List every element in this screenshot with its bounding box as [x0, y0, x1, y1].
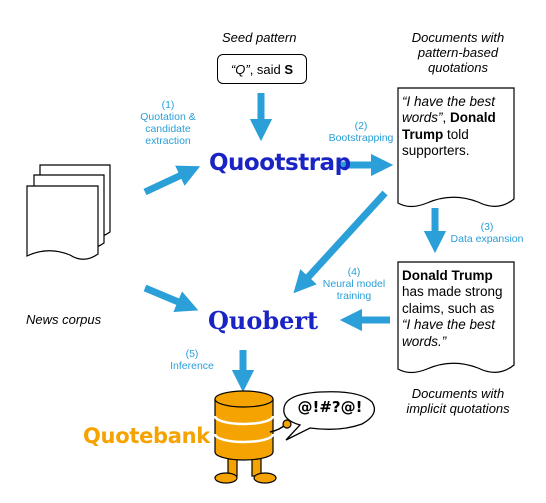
speech-bubble	[283, 391, 376, 441]
doc-line: supporters.	[402, 143, 470, 159]
doc-quote-line: words.”	[402, 333, 447, 349]
doc-rest: told	[443, 126, 469, 142]
pattern-docs-heading-line: quotations	[428, 59, 488, 75]
doc-comma: ,	[442, 110, 451, 126]
quobert-title: Quobert	[208, 306, 319, 335]
step-1-label: (1) Quotation & candidate extraction	[128, 99, 208, 147]
doc-quote-end: words”	[402, 110, 443, 126]
step-5-label: (5) Inference	[160, 348, 224, 372]
seed-pattern-heading: Seed pattern	[222, 30, 297, 45]
step-2-label: (2) Bootstrapping	[322, 120, 400, 144]
implicit-document-text: Donald Trump has made strong claims, suc…	[402, 268, 514, 350]
step-number: (3)	[480, 221, 494, 233]
step-text: Neural model	[322, 278, 386, 291]
step-number: (4)	[347, 266, 361, 278]
speech-bubble-text: @!#?@!	[297, 398, 363, 416]
step-3-label: (3) Data expansion	[446, 221, 528, 245]
doc-quote-line: “I have the best	[402, 94, 496, 109]
news-corpus-caption: News corpus	[26, 312, 102, 327]
step-number: (1)	[161, 99, 175, 111]
implicit-docs-caption-line: Documents with	[411, 386, 505, 401]
doc-name: Donald	[450, 110, 496, 126]
arrow-corpus-to-quootstrap	[143, 165, 201, 196]
doc-quote-line: “I have the best	[402, 317, 496, 333]
pattern-docs-heading-line: pattern-based	[417, 44, 499, 60]
arrow-corpus-to-quobert	[143, 284, 199, 313]
doc-line: Trump told	[402, 127, 514, 143]
flow-arrows	[143, 93, 447, 393]
step-number: (2)	[354, 120, 368, 132]
step-text: training	[336, 290, 372, 303]
step-4-label: (4) Neural model training	[318, 266, 390, 302]
implicit-document	[397, 261, 515, 374]
doc-name: Donald Trump	[402, 268, 493, 283]
seed-s: S	[284, 61, 294, 77]
doc-line: words”, Donald	[402, 110, 514, 126]
implicit-docs-caption: Documents with implicit quotations	[396, 386, 520, 417]
seed-pattern-box: “Q”, said S	[217, 54, 307, 84]
news-corpus-documents	[26, 164, 111, 260]
step-text: candidate	[145, 123, 191, 136]
doc-line: has made strong	[402, 284, 503, 300]
step-text: extraction	[145, 135, 191, 148]
arrow-model-training	[293, 190, 388, 294]
pattern-document	[397, 87, 515, 208]
implicit-docs-caption-line: implicit quotations	[406, 400, 510, 416]
doc-line: claims, such as	[402, 300, 495, 316]
quootstrap-title: Quootstrap	[209, 150, 351, 176]
step-number: (5)	[185, 348, 199, 360]
pattern-document-text: “I have the best words”, Donald Trump to…	[402, 94, 514, 160]
pattern-docs-heading: Documents with pattern-based quotations	[402, 30, 514, 76]
step-text: Inference	[170, 360, 214, 373]
seed-said: , said	[249, 61, 285, 77]
step-text: Quotation &	[140, 111, 196, 124]
quotebank-database-icon	[213, 390, 292, 484]
step-text: Bootstrapping	[328, 132, 394, 145]
quotebank-title: Quotebank	[83, 424, 210, 448]
seed-q: “Q”	[230, 61, 250, 77]
pattern-docs-heading-line: Documents with	[411, 30, 505, 45]
doc-name: Trump	[402, 126, 444, 142]
step-text: Data expansion	[450, 233, 524, 246]
